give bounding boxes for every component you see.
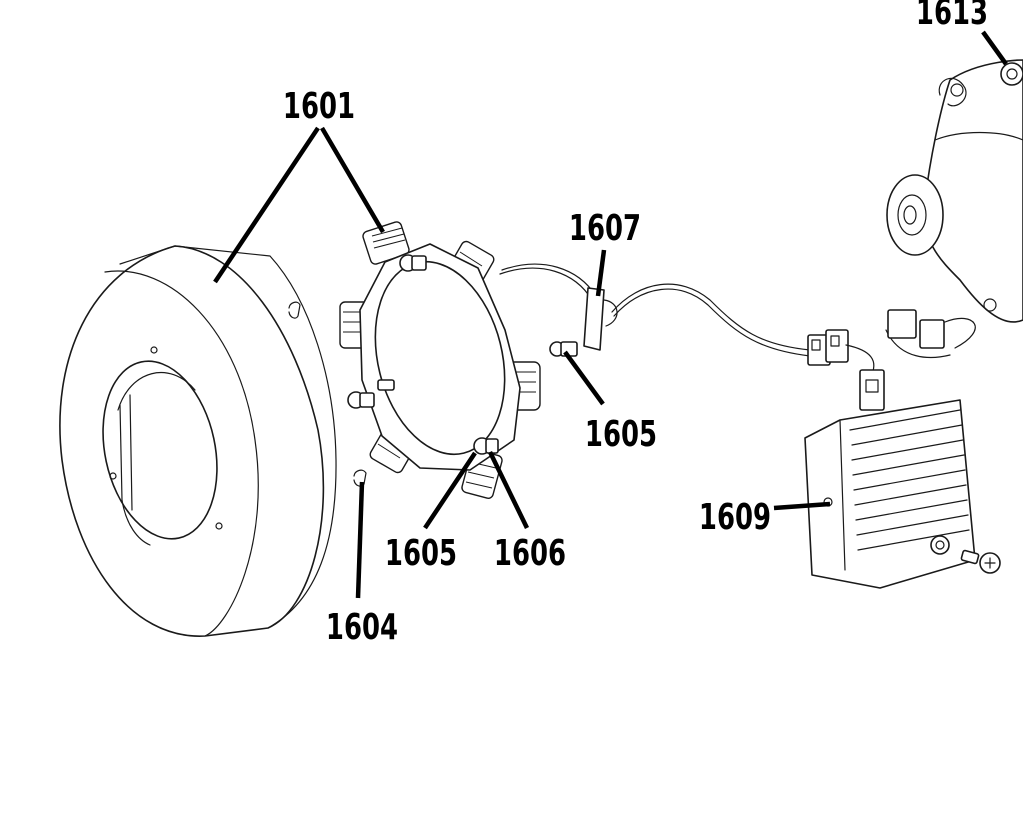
voltage-regulator	[804, 399, 1001, 589]
stator-assembly	[339, 221, 541, 499]
wire-harness	[499, 263, 811, 357]
callout-1613: 1613	[916, 0, 988, 33]
callout-1601: 1601	[283, 86, 355, 127]
callout-1606: 1606	[494, 533, 566, 574]
flywheel-rotor	[59, 245, 337, 637]
callout-1605-right: 1605	[585, 414, 657, 455]
callout-labels: 1601 1607 1605 1605 1606 1604 1609 1613	[283, 0, 988, 648]
callout-1604: 1604	[326, 607, 398, 648]
callout-1609: 1609	[699, 497, 771, 538]
stator-screws	[347, 254, 499, 455]
housing-part	[886, 59, 1023, 323]
leader-lines	[213, 30, 1008, 599]
pin-part	[288, 301, 367, 487]
callout-1607: 1607	[569, 208, 641, 249]
callout-1605-left: 1605	[385, 533, 457, 574]
connectors	[807, 309, 976, 411]
